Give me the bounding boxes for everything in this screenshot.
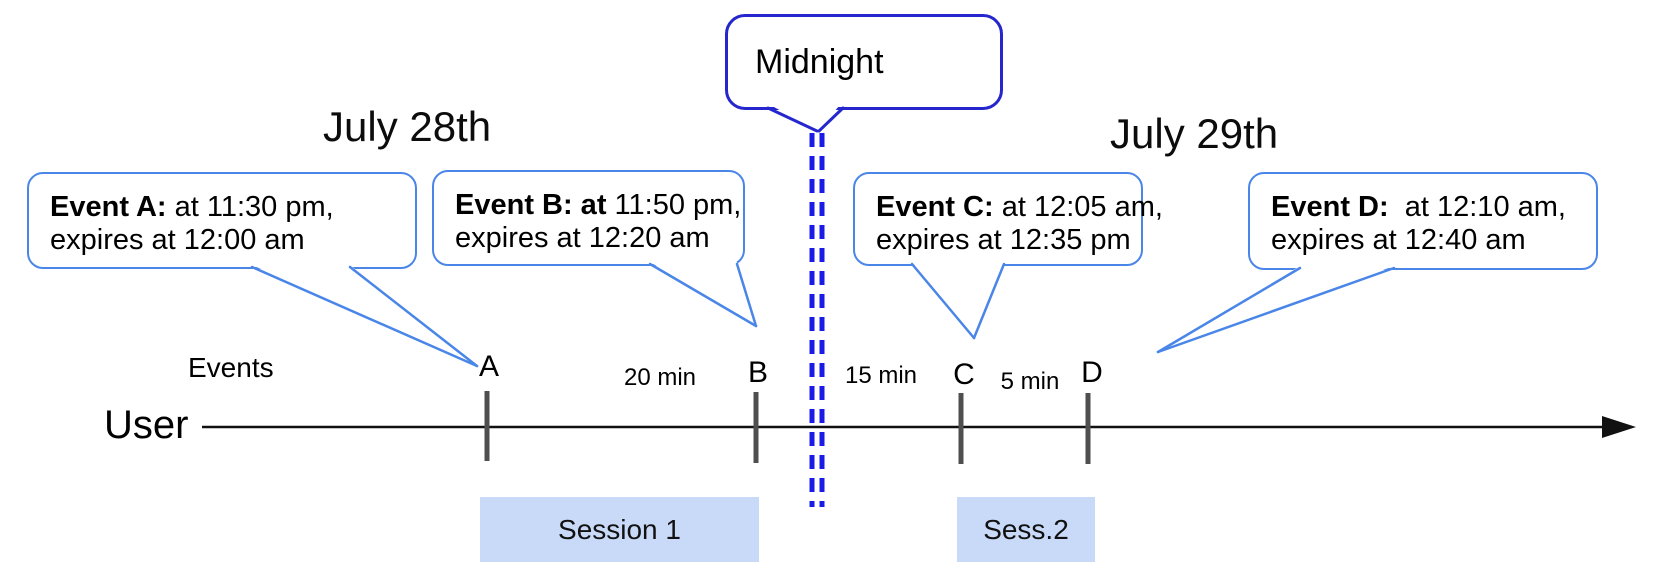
callout-event-c-line1: Event C: at 12:05 am,: [876, 191, 1163, 224]
callout-event-c-line2: expires at 12:35 pm: [876, 224, 1131, 256]
callout-event-a-line2: expires at 12:00 am: [50, 224, 305, 256]
interval-label-5min: 5 min: [1000, 368, 1060, 395]
callout-event-a-bold: Event A:: [50, 191, 167, 223]
callout-event-a: Event A: at 11:30 pm, expires at 12:00 a…: [27, 172, 417, 269]
callout-event-c: Event C: at 12:05 am, expires at 12:35 p…: [853, 172, 1163, 266]
tick-label-d: D: [1081, 356, 1103, 389]
callout-event-a-line1: Event A: at 11:30 pm,: [50, 191, 405, 224]
callout-event-c-bold: Event C:: [876, 191, 994, 223]
callout-event-d: Event D: at 12:10 am, expires at 12:40 a…: [1248, 172, 1598, 270]
callout-event-d-rest: at 12:10 am,: [1388, 191, 1566, 223]
date-heading-july-29: July 29th: [1110, 110, 1279, 157]
callout-tail-c: [910, 262, 1006, 340]
callout-event-d-bold: Event D:: [1271, 191, 1389, 223]
midnight-callout: Midnight: [725, 14, 1003, 110]
midnight-label: Midnight: [755, 42, 884, 81]
callout-event-b-line2: expires at 12:20 am: [455, 222, 710, 254]
callout-event-b-bold: Event B: at: [455, 189, 607, 221]
timeline-arrowhead-icon: [1602, 416, 1636, 438]
callout-event-b-rest: 11:50 pm,: [606, 189, 742, 221]
events-axis-label: Events: [188, 352, 274, 383]
tick-label-b: B: [747, 356, 769, 389]
tick-label-c: C: [953, 358, 975, 391]
callout-tail-d: [1156, 266, 1396, 354]
callout-tail-b: [648, 262, 758, 328]
user-axis-label: User: [104, 403, 189, 447]
callout-event-c-rest: at 12:05 am,: [993, 191, 1163, 223]
callout-tail-a: [250, 265, 479, 368]
callout-event-b: Event B: at 11:50 pm, expires at 12:20 a…: [432, 170, 745, 266]
session-1-box: Session 1: [480, 497, 759, 562]
callout-event-d-line1: Event D: at 12:10 am,: [1271, 191, 1586, 224]
session-2-box: Sess.2: [957, 497, 1095, 562]
session-1-label: Session 1: [558, 513, 681, 545]
callout-event-a-rest: at 11:30 pm,: [166, 191, 334, 223]
interval-label-15min: 15 min: [844, 362, 918, 389]
date-heading-july-28: July 28th: [323, 103, 492, 150]
callout-event-b-line1: Event B: at 11:50 pm,: [455, 189, 741, 222]
session-2-label: Sess.2: [983, 513, 1069, 545]
callout-event-d-line2: expires at 12:40 am: [1271, 224, 1526, 256]
tick-label-a: A: [478, 350, 500, 383]
interval-label-20min: 20 min: [623, 364, 697, 391]
